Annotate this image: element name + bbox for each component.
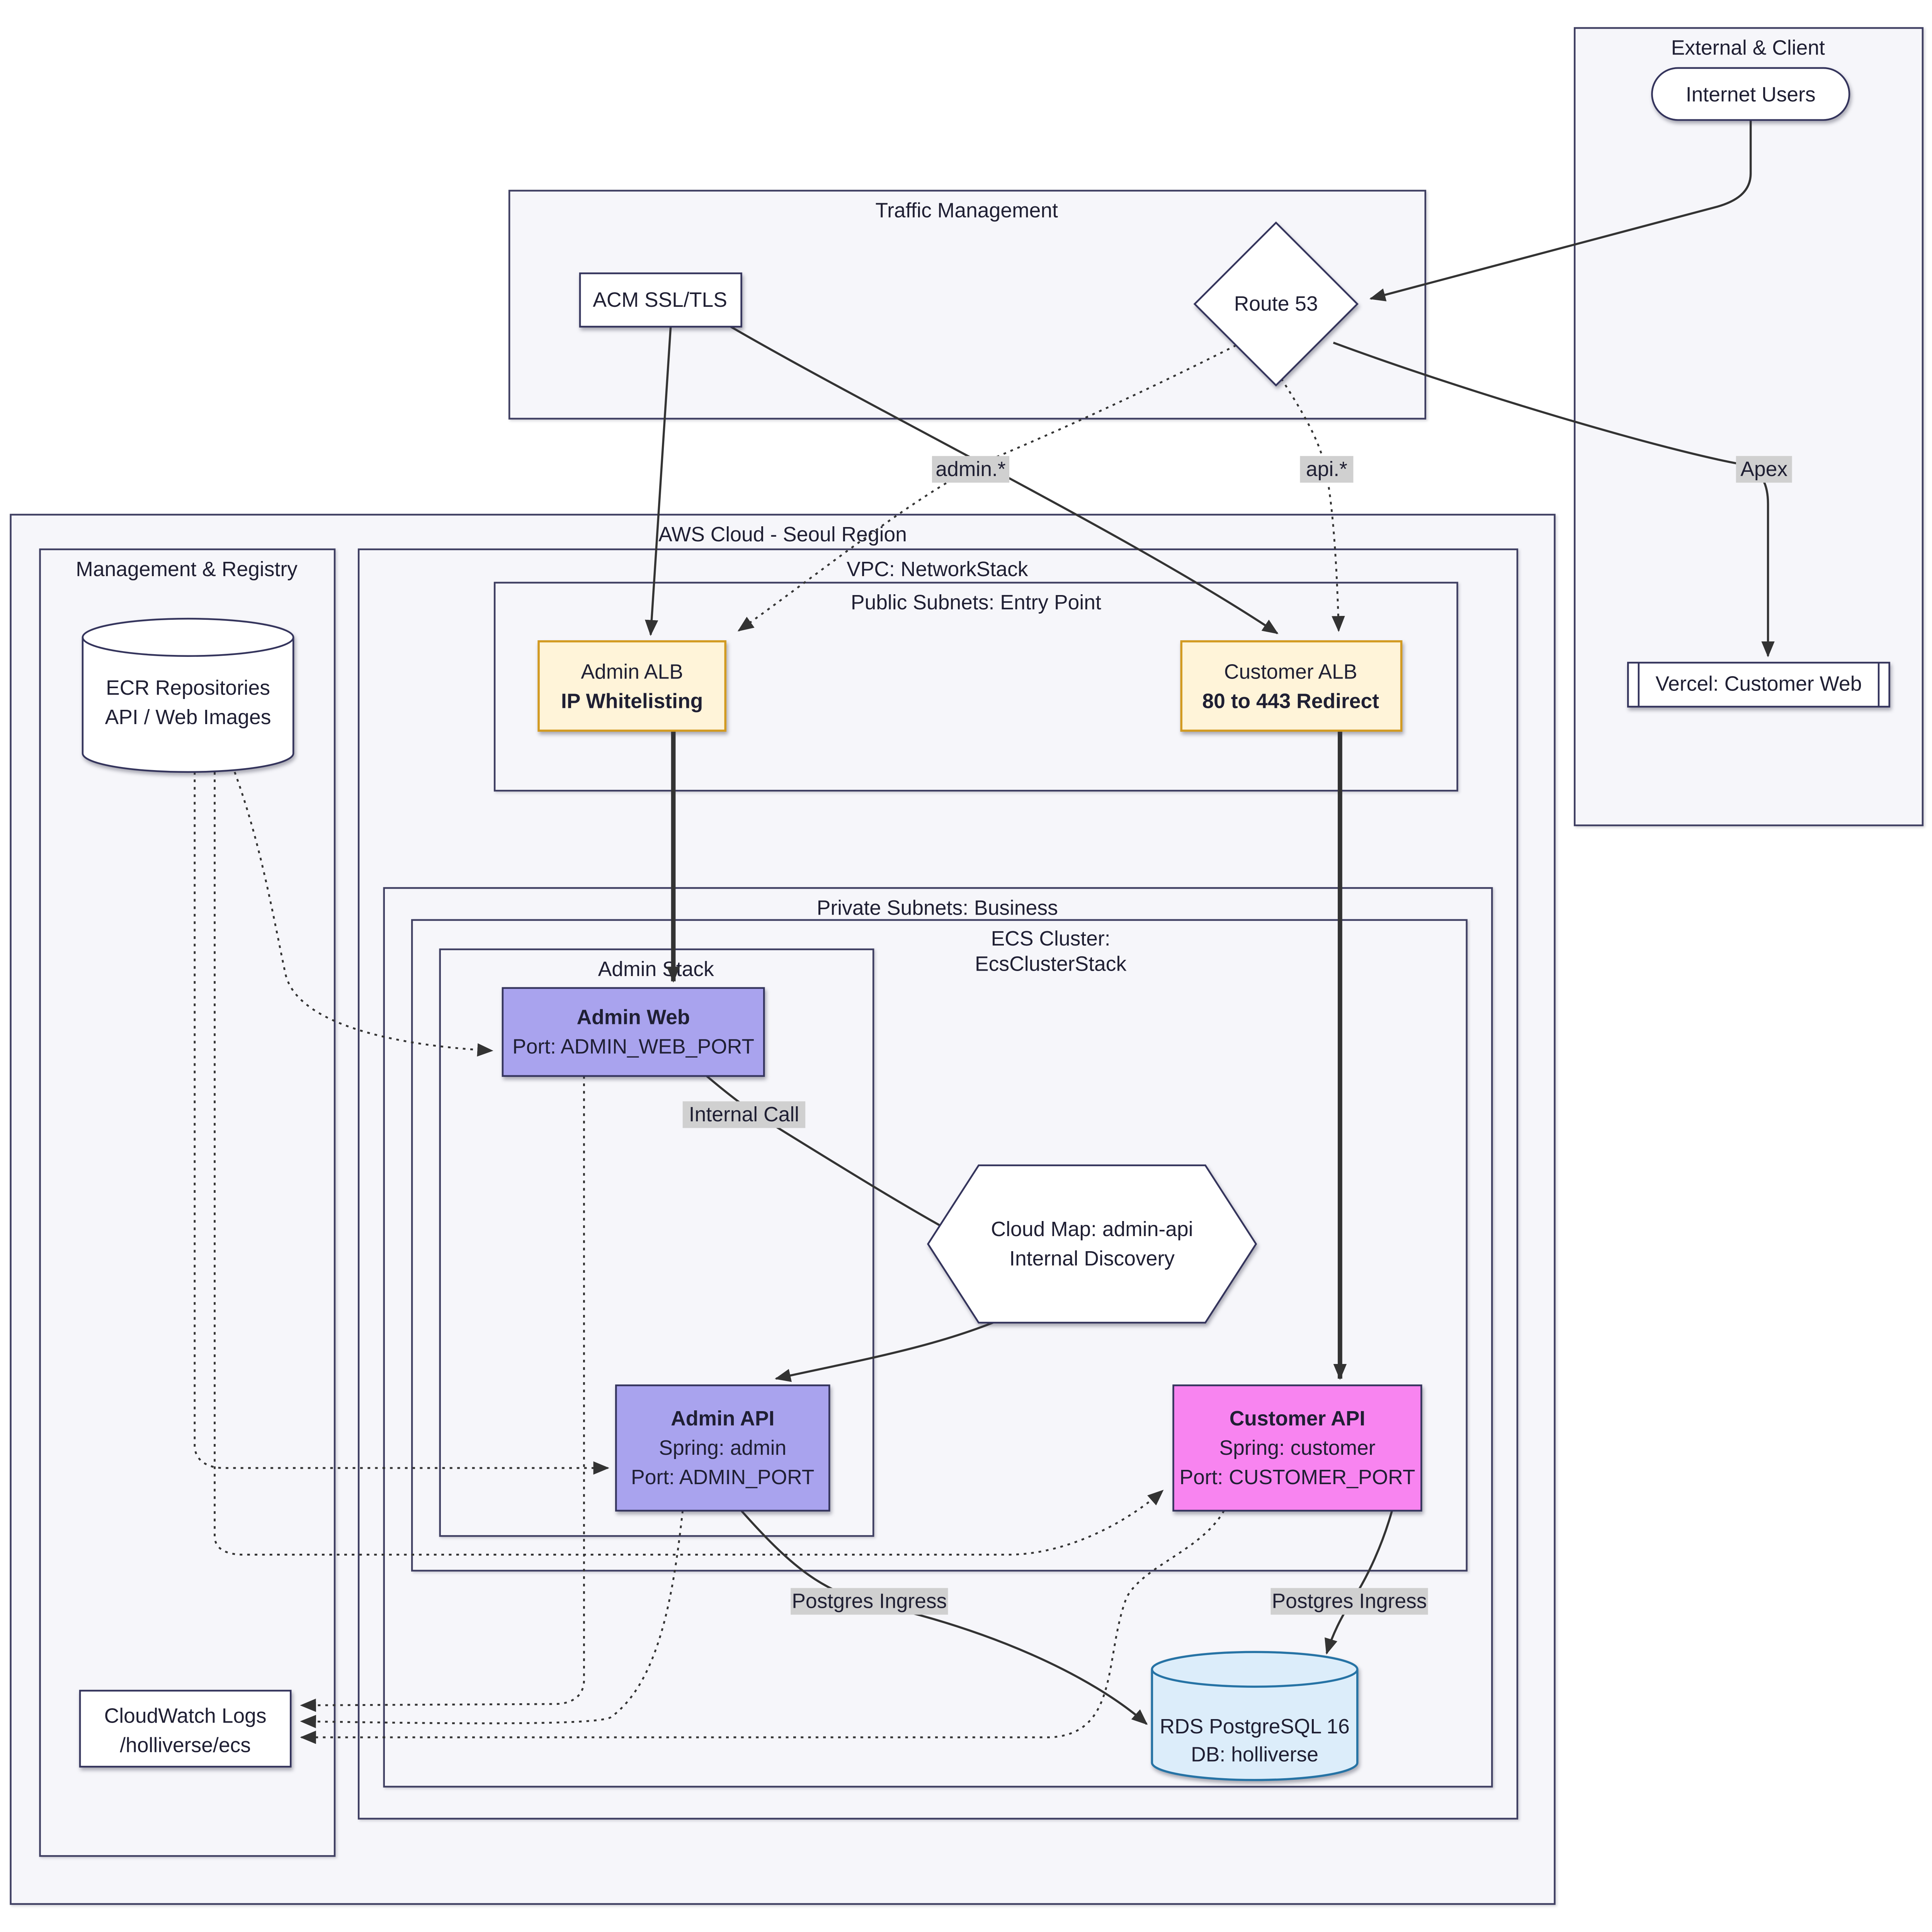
node-admin-alb: Admin ALB IP Whitelisting <box>537 640 726 732</box>
node-rds-postgresql: RDS PostgreSQL 16 DB: holliverse <box>1151 1651 1359 1781</box>
node-internet-users: Internet Users <box>1651 67 1850 121</box>
node-route53: Route 53 <box>1193 221 1359 387</box>
route53-label: Route 53 <box>1234 293 1318 315</box>
edge-label-postgres-ingress-admin: Postgres Ingress <box>791 1588 948 1615</box>
edge-acm-to-admin-alb <box>645 327 672 636</box>
svg-text:Internal Call: Internal Call <box>689 1103 799 1126</box>
admin-api-spring: Spring: admin <box>659 1437 786 1459</box>
admin-web-port: Port: ADMIN_WEB_PORT <box>512 1035 754 1058</box>
edge-cloud-map-to-admin-api <box>774 1318 1003 1382</box>
group-management-registry-title: Management & Registry <box>76 558 298 581</box>
group-traffic-management-title: Traffic Management <box>875 199 1058 222</box>
node-vercel-customer-web: Vercel: Customer Web <box>1627 662 1890 708</box>
node-customer-api: Customer API Spring: customer Port: CUST… <box>1172 1384 1422 1512</box>
cloudwatch-sublabel: /holliverse/ecs <box>120 1734 251 1757</box>
edge-admin-api-to-cloudwatch <box>300 1510 684 1728</box>
edge-internet-users-to-route53 <box>1369 120 1752 301</box>
group-vpc-title: VPC: NetworkStack <box>847 558 1028 581</box>
cloud-map-label: Cloud Map: admin-api <box>991 1218 1193 1241</box>
rds-label: RDS PostgreSQL 16 <box>1160 1715 1349 1738</box>
edge-label-postgres-ingress-customer: Postgres Ingress <box>1270 1588 1428 1615</box>
group-admin-stack-title: Admin Stack <box>598 958 714 981</box>
group-ecs-cluster-title-line2: EcsClusterStack <box>975 952 1126 975</box>
node-acm-ssl-tls: ACM SSL/TLS <box>579 272 742 328</box>
edge-ecr-to-admin-web <box>234 772 493 1057</box>
rds-sublabel: DB: holliverse <box>1191 1743 1318 1766</box>
node-customer-alb: Customer ALB 80 to 443 Redirect <box>1180 640 1403 732</box>
node-admin-web: Admin Web Port: ADMIN_WEB_PORT <box>502 987 765 1077</box>
admin-alb-sublabel: IP Whitelisting <box>561 690 703 713</box>
edge-admin-web-to-cloud-map <box>706 1075 983 1249</box>
admin-alb-label: Admin ALB <box>581 661 683 684</box>
edge-customer-api-to-cloudwatch <box>300 1510 1225 1744</box>
vercel-label: Vercel: Customer Web <box>1655 673 1862 696</box>
cloudwatch-label: CloudWatch Logs <box>104 1704 267 1727</box>
node-cloud-map: Cloud Map: admin-api Internal Discovery <box>927 1164 1257 1324</box>
ecr-label: ECR Repositories <box>106 677 270 699</box>
edge-admin-web-to-cloudwatch <box>300 1076 585 1712</box>
svg-text:Postgres Ingress: Postgres Ingress <box>792 1590 947 1613</box>
customer-alb-sublabel: 80 to 443 Redirect <box>1202 690 1379 713</box>
group-private-subnets-title: Private Subnets: Business <box>817 896 1058 919</box>
svg-text:api.*: api.* <box>1306 458 1347 481</box>
edge-label-api-subdomain: api.* <box>1300 456 1354 483</box>
customer-api-label: Customer API <box>1230 1407 1366 1430</box>
customer-api-spring: Spring: customer <box>1219 1437 1375 1459</box>
cloud-map-sublabel: Internal Discovery <box>1009 1247 1175 1270</box>
edge-label-admin-subdomain: admin.* <box>932 456 1010 483</box>
edge-route53-to-admin-alb <box>737 344 1236 632</box>
group-ecs-cluster-title-line1: ECS Cluster: <box>991 927 1111 950</box>
svg-text:Postgres Ingress: Postgres Ingress <box>1272 1590 1427 1613</box>
node-cloudwatch-logs: CloudWatch Logs /holliverse/ecs <box>79 1690 292 1768</box>
node-admin-api: Admin API Spring: admin Port: ADMIN_PORT <box>615 1384 830 1512</box>
edge-label-internal-call: Internal Call <box>682 1101 806 1128</box>
svg-text:admin.*: admin.* <box>935 458 1005 481</box>
customer-api-port: Port: CUSTOMER_PORT <box>1179 1466 1415 1489</box>
admin-api-port: Port: ADMIN_PORT <box>631 1466 814 1489</box>
admin-api-label: Admin API <box>671 1407 774 1430</box>
customer-alb-label: Customer ALB <box>1224 661 1357 684</box>
ecr-sublabel: API / Web Images <box>105 706 271 729</box>
node-ecr-repositories: ECR Repositories API / Web Images <box>82 617 294 773</box>
acm-label: ACM SSL/TLS <box>593 289 727 311</box>
admin-web-label: Admin Web <box>577 1006 690 1029</box>
internet-users-label: Internet Users <box>1686 83 1816 106</box>
edge-label-apex: Apex <box>1736 456 1792 483</box>
svg-text:Apex: Apex <box>1740 458 1787 481</box>
group-public-subnets-title: Public Subnets: Entry Point <box>851 591 1101 614</box>
group-aws-cloud-title: AWS Cloud - Seoul Region <box>658 523 907 546</box>
edge-ecr-to-customer-api <box>214 772 1164 1556</box>
group-external-client-title: External & Client <box>1671 37 1825 60</box>
